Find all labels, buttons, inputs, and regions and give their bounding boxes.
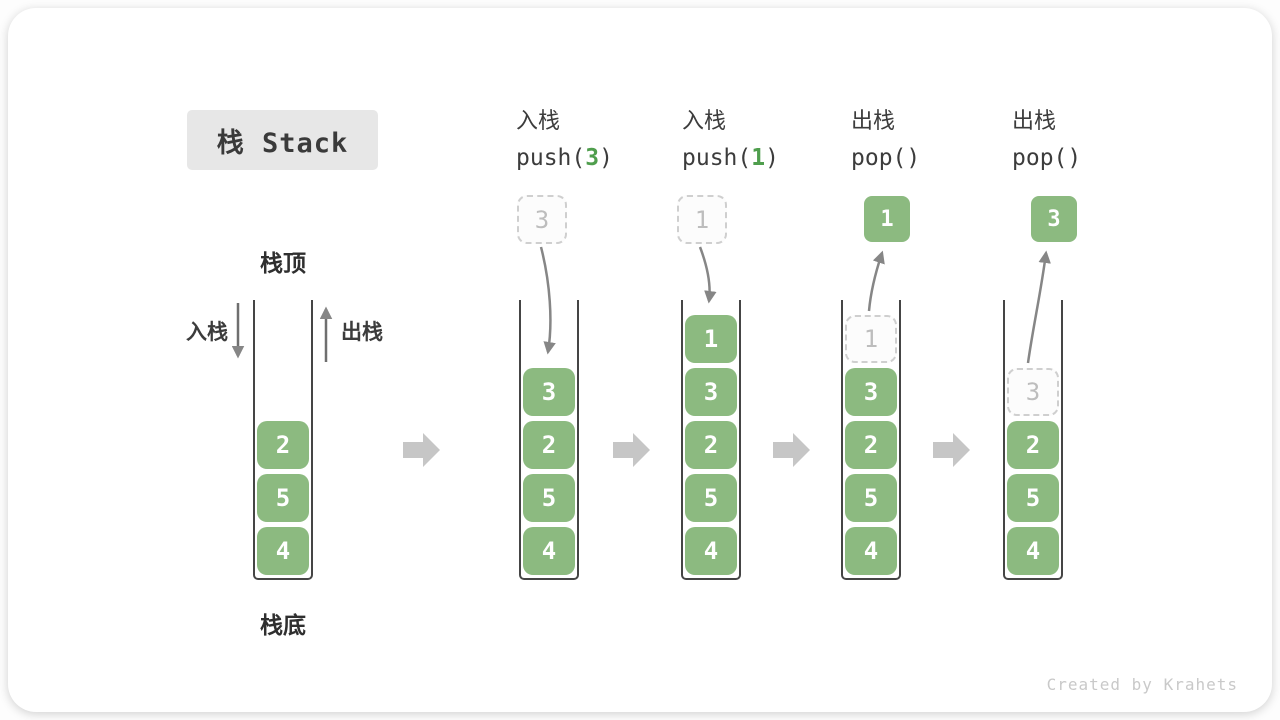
operation-label: 出栈 xyxy=(851,109,896,134)
step-header-pop1: 出栈 pop() xyxy=(851,104,920,176)
stack-cell: 4 xyxy=(845,527,897,575)
stack-after-pop3: 3 2 5 4 xyxy=(1003,300,1063,580)
title-box: 栈 Stack xyxy=(187,110,378,170)
code-argument: 1 xyxy=(751,145,766,171)
code-text: ) xyxy=(765,145,779,171)
pop-side-label: 出栈 xyxy=(341,320,383,344)
push-side-label: 入栈 xyxy=(186,320,228,344)
stack-cell: 5 xyxy=(523,474,575,522)
operation-label: 入栈 xyxy=(682,109,727,134)
operation-label: 出栈 xyxy=(1012,109,1057,134)
step-header-pop3: 出栈 pop() xyxy=(1012,104,1081,176)
stack-cell: 5 xyxy=(1007,474,1059,522)
stack-cell: 2 xyxy=(685,421,737,469)
stack-cell: 2 xyxy=(257,421,309,469)
incoming-value-box: 3 xyxy=(517,195,567,244)
stack-initial: 2 5 4 xyxy=(253,300,313,580)
stack-after-push1: 1 3 2 5 4 xyxy=(681,300,741,580)
operation-code: push(1) xyxy=(682,140,779,176)
stack-cell: 4 xyxy=(523,527,575,575)
operation-code: pop() xyxy=(851,140,920,176)
step-header-push3: 入栈 push(3) xyxy=(516,104,613,176)
stack-cell: 3 xyxy=(523,368,575,416)
operation-label: 入栈 xyxy=(516,109,561,134)
popped-value-box: 1 xyxy=(864,196,910,242)
step-header-push1: 入栈 push(1) xyxy=(682,104,779,176)
operation-code: pop() xyxy=(1012,140,1081,176)
stack-cell: 1 xyxy=(685,315,737,363)
code-text: pop( xyxy=(851,145,907,171)
credit-text: Created by Krahets xyxy=(1046,675,1238,694)
stack-cell: 5 xyxy=(845,474,897,522)
stack-cell: 2 xyxy=(1007,421,1059,469)
stack-after-pop1: 1 3 2 5 4 xyxy=(841,300,901,580)
operation-code: push(3) xyxy=(516,140,613,176)
stack-cell: 3 xyxy=(685,368,737,416)
stack-after-push3: 3 2 5 4 xyxy=(519,300,579,580)
code-text: push( xyxy=(682,145,752,171)
stack-cell: 5 xyxy=(685,474,737,522)
removed-stack-cell: 3 xyxy=(1007,368,1059,416)
stack-top-label: 栈顶 xyxy=(260,251,306,277)
page-title: 栈 Stack xyxy=(216,127,349,159)
stack-cell: 5 xyxy=(257,474,309,522)
code-text: pop( xyxy=(1012,145,1068,171)
stack-cell: 4 xyxy=(257,527,309,575)
stack-cell: 2 xyxy=(523,421,575,469)
removed-stack-cell: 1 xyxy=(845,315,897,363)
incoming-value-box: 1 xyxy=(677,195,727,244)
code-text: ) xyxy=(599,145,613,171)
stack-cell: 4 xyxy=(685,527,737,575)
code-argument: 3 xyxy=(585,145,600,171)
stack-cell: 4 xyxy=(1007,527,1059,575)
stack-cell: 2 xyxy=(845,421,897,469)
stack-cell: 3 xyxy=(845,368,897,416)
code-text: push( xyxy=(516,145,586,171)
code-text: ) xyxy=(906,145,921,171)
stack-bottom-label: 栈底 xyxy=(260,613,306,639)
popped-value-box: 3 xyxy=(1031,196,1077,242)
code-text: ) xyxy=(1067,145,1082,171)
